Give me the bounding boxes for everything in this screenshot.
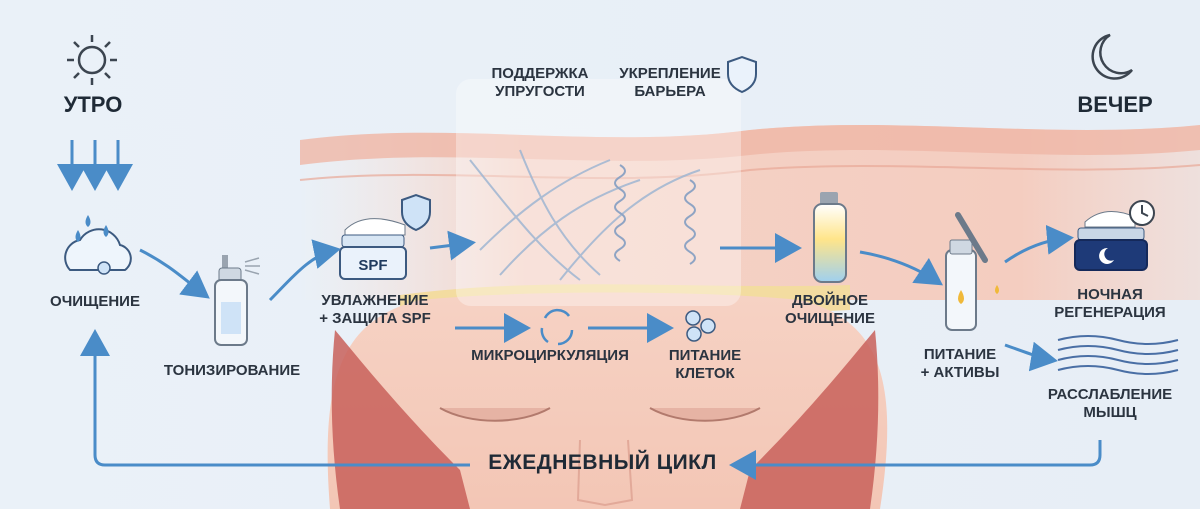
cells-icon xyxy=(685,310,716,342)
epidermis-layer xyxy=(300,125,1200,165)
spf-label: SPF xyxy=(358,257,387,274)
daily-cycle-label: ЕЖЕДНЕВНЫЙ ЦИКЛ xyxy=(488,451,717,474)
serum-dropper-icon xyxy=(945,212,999,331)
magnifier-window xyxy=(456,79,741,306)
morning-arrows xyxy=(57,140,133,191)
muscle-relaxation-label: РАССЛАБЛЕНИЕ МЫШЦ xyxy=(1047,386,1173,421)
night-cream-jar-icon xyxy=(1074,211,1148,271)
cell-nutrition-label: ПИТАНИЕ КЛЕТОК xyxy=(668,347,742,382)
magnifier-frame xyxy=(456,79,741,306)
cleansing-label: ОЧИЩЕНИЕ xyxy=(50,293,140,310)
left-eye xyxy=(439,407,551,422)
morning-title: УТРО xyxy=(63,92,123,117)
cleansing-icon xyxy=(64,215,132,275)
nose xyxy=(576,439,634,507)
night-regeneration-label: НОЧНАЯ РЕГЕНЕРАЦИЯ xyxy=(1054,286,1166,321)
double-cleansing-label: ДВОЙНОЕ ОЧИЩЕНИЕ xyxy=(785,292,875,327)
elasticity-label: ПОДДЕРЖКА УПРУГОСТИ xyxy=(491,65,589,100)
toner-bottle-icon xyxy=(214,255,260,346)
moisturizing-label: УВЛАЖНЕНИЕ + ЗАЩИТА SPF xyxy=(319,292,431,327)
shield-icon xyxy=(401,193,431,232)
clock-icon xyxy=(1129,200,1155,226)
moon-icon xyxy=(1091,33,1133,80)
daily-cycle-loop xyxy=(80,329,1102,480)
flow-arrows xyxy=(139,224,1074,372)
relaxation-waves-icon xyxy=(1057,335,1179,375)
right-eye xyxy=(649,407,761,422)
nutrition-label: ПИТАНИЕ + АКТИВЫ xyxy=(920,346,1000,381)
double-cleansing-bottle-icon xyxy=(813,192,847,283)
elastin-spirals xyxy=(614,164,696,265)
barrier-label: УКРЕПЛЕНИЕ БАРЬЕРА xyxy=(619,65,721,100)
spf-jar-icon: SPF xyxy=(339,218,407,280)
microcirculation-label: МИКРОЦИРКУЛЯЦИЯ xyxy=(471,347,629,364)
recycle-icon xyxy=(540,308,574,346)
evening-title: ВЕЧЕР xyxy=(1077,92,1153,117)
skin-line xyxy=(299,164,1200,181)
toning-label: ТОНИЗИРОВАНИЕ xyxy=(163,362,301,379)
sun-icon xyxy=(67,35,117,85)
barrier-shield-icon xyxy=(727,55,757,94)
